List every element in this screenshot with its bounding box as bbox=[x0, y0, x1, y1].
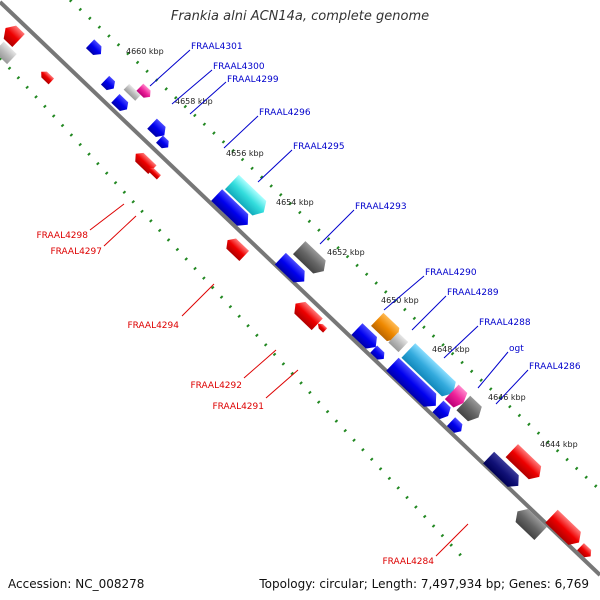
gene-label: FRAAL4289 bbox=[447, 288, 499, 298]
gene-label: FRAAL4284 bbox=[382, 557, 434, 567]
gene-label: FRAAL4296 bbox=[259, 108, 311, 118]
topology-text: Topology: circular; Length: 7,497,934 bp… bbox=[259, 577, 589, 591]
gene-label: FRAAL4299 bbox=[227, 75, 279, 85]
leader-line bbox=[495, 369, 529, 405]
leader-line bbox=[265, 369, 299, 399]
gene-arrow-fraal4297 bbox=[148, 167, 162, 180]
gene-arrow-fraal4301 bbox=[85, 39, 102, 56]
leader-line bbox=[89, 203, 125, 231]
leader-line bbox=[171, 69, 213, 105]
gene-arrow-fraal4286b bbox=[446, 417, 463, 433]
inner-tick-line bbox=[0, 56, 467, 562]
tick-label: 4652 kbp bbox=[327, 248, 365, 257]
accession-text: Accession: NC_008278 bbox=[8, 577, 145, 591]
tick-labels: 4660 kbp 4658 kbp 4656 kbp 4654 kbp 4652… bbox=[126, 47, 578, 449]
genome-backbone bbox=[0, 0, 600, 577]
tick-label: 4650 kbp bbox=[381, 296, 419, 305]
leader-line bbox=[243, 349, 277, 379]
leader-line bbox=[181, 283, 215, 317]
tick-label: 4656 kbp bbox=[226, 149, 264, 158]
leader-line bbox=[319, 209, 355, 245]
gene-arrow-fraal4291 bbox=[317, 323, 328, 333]
tick-label: 4648 kbp bbox=[432, 345, 470, 354]
gene-arrow-left-red2 bbox=[41, 71, 55, 85]
outer-tick-line bbox=[68, 0, 600, 492]
gene-arrow-fraal4290b bbox=[351, 323, 377, 349]
tick-label: 4658 kbp bbox=[175, 97, 213, 106]
forward-gene-labels bbox=[149, 49, 529, 405]
gene-arrow-fraal4295 bbox=[224, 174, 267, 216]
gene-label: FRAAL4290 bbox=[425, 268, 477, 278]
gene-arrow-fraal4293 bbox=[292, 241, 326, 274]
leader-line bbox=[223, 115, 259, 149]
tick-label: 4646 kbp bbox=[488, 393, 526, 402]
gene-arrow-fraal4299 bbox=[100, 75, 115, 91]
gene-arrow-fraal4288 bbox=[401, 343, 456, 397]
leader-line bbox=[149, 49, 191, 87]
gene-arrow-fraal4288b bbox=[386, 357, 437, 407]
leader-line bbox=[477, 351, 509, 389]
gene-arrow-fraal4286 bbox=[456, 395, 482, 422]
gene-arrow-fraal4289b bbox=[370, 345, 385, 360]
gene-label: FRAAL4298 bbox=[36, 231, 88, 241]
gene-arrow-left-red1 bbox=[3, 25, 25, 47]
gene-label: FRAAL4292 bbox=[190, 381, 242, 391]
gene-label: FRAAL4301 bbox=[191, 42, 243, 52]
gene-arrow-pink-small bbox=[136, 83, 151, 98]
gene-arrow-ogt-b bbox=[432, 400, 451, 420]
gene-arrow-fraal4284 bbox=[483, 451, 519, 487]
gene-arrow-fraal4292 bbox=[294, 301, 323, 331]
gene-arrow-fraal4290 bbox=[371, 312, 400, 342]
gene-arrow-fraal4295b bbox=[211, 189, 249, 226]
reverse-gene-label-texts: FRAAL4298 FRAAL4297 FRAAL4294 FRAAL4292 … bbox=[36, 231, 434, 567]
gene-label: FRAAL4291 bbox=[212, 402, 264, 412]
gene-arrow-fraal4299b bbox=[111, 94, 129, 111]
gene-arrow-left-gray1 bbox=[0, 41, 17, 65]
leader-line bbox=[411, 295, 447, 331]
tick-label: 4654 kbp bbox=[276, 198, 314, 207]
gene-arrow-right-gray bbox=[515, 508, 547, 540]
map-title: Frankia alni ACN14a, complete genome bbox=[170, 9, 430, 24]
gene-arrow-ogt bbox=[444, 384, 468, 408]
gene-arrow-fraal4294 bbox=[226, 238, 250, 262]
gene-label: FRAAL4288 bbox=[479, 318, 531, 328]
gene-arrow-fraal4284b bbox=[505, 444, 542, 480]
gene-arrow-fraal4293b bbox=[274, 252, 305, 283]
gene-label: FRAAL4297 bbox=[50, 247, 102, 257]
leader-line bbox=[383, 275, 425, 311]
leader-line bbox=[435, 523, 469, 557]
gene-arrow-right-red1 bbox=[545, 509, 581, 545]
gene-arrow-fraal4296 bbox=[147, 118, 166, 138]
gene-arrow-right-red2 bbox=[577, 543, 592, 558]
reverse-gene-labels bbox=[89, 203, 469, 557]
leader-line bbox=[189, 81, 227, 115]
gene-arrow-fraal4289 bbox=[388, 332, 409, 353]
tick-label: 4660 kbp bbox=[126, 47, 164, 56]
forward-gene-label-texts: FRAAL4301 FRAAL4300 FRAAL4299 FRAAL4296 … bbox=[191, 42, 581, 372]
leader-line bbox=[443, 325, 479, 359]
gene-arrow-fraal4296b bbox=[156, 135, 169, 149]
gene-label: FRAAL4293 bbox=[355, 202, 407, 212]
gene-label: FRAAL4300 bbox=[213, 62, 265, 72]
tick-label: 4644 kbp bbox=[540, 440, 578, 449]
gene-arrow-fraal4300 bbox=[123, 83, 141, 101]
leader-line bbox=[103, 215, 137, 247]
gene-label: FRAAL4295 bbox=[293, 142, 345, 152]
gene-label: ogt bbox=[509, 344, 524, 354]
gene-label: FRAAL4286 bbox=[529, 362, 581, 372]
gene-label: FRAAL4294 bbox=[127, 321, 179, 331]
leader-line bbox=[257, 149, 293, 183]
